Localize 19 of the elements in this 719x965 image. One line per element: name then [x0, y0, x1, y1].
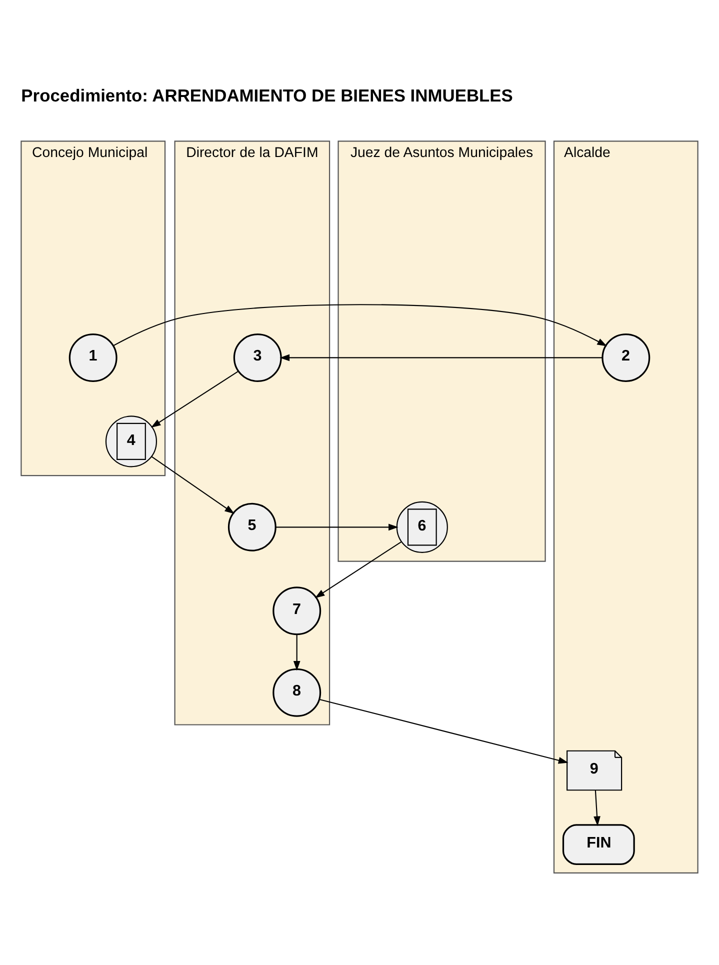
- arrow: [594, 790, 600, 826]
- node-circle: 2: [602, 332, 650, 382]
- node-circle: 4: [105, 415, 158, 467]
- arrow: [113, 304, 608, 346]
- arrow: [314, 540, 402, 598]
- arrow: [151, 456, 234, 514]
- node-circle: 3: [233, 332, 282, 382]
- arrow: [320, 698, 568, 764]
- node-box: FIN: [562, 824, 635, 865]
- diagram-title: Procedimiento: ARRENDAMIENTO DE BIENES INMUEBLES: [21, 85, 513, 106]
- arrow: [280, 354, 602, 361]
- arrow: [150, 370, 239, 428]
- node-circle: 1: [68, 332, 118, 382]
- arrow: [276, 523, 398, 530]
- arrow: [293, 634, 300, 670]
- node-circle: 6: [396, 500, 448, 552]
- node-circle: 8: [272, 668, 322, 716]
- node-circle: 5: [228, 502, 276, 551]
- node-circle: 7: [272, 586, 322, 635]
